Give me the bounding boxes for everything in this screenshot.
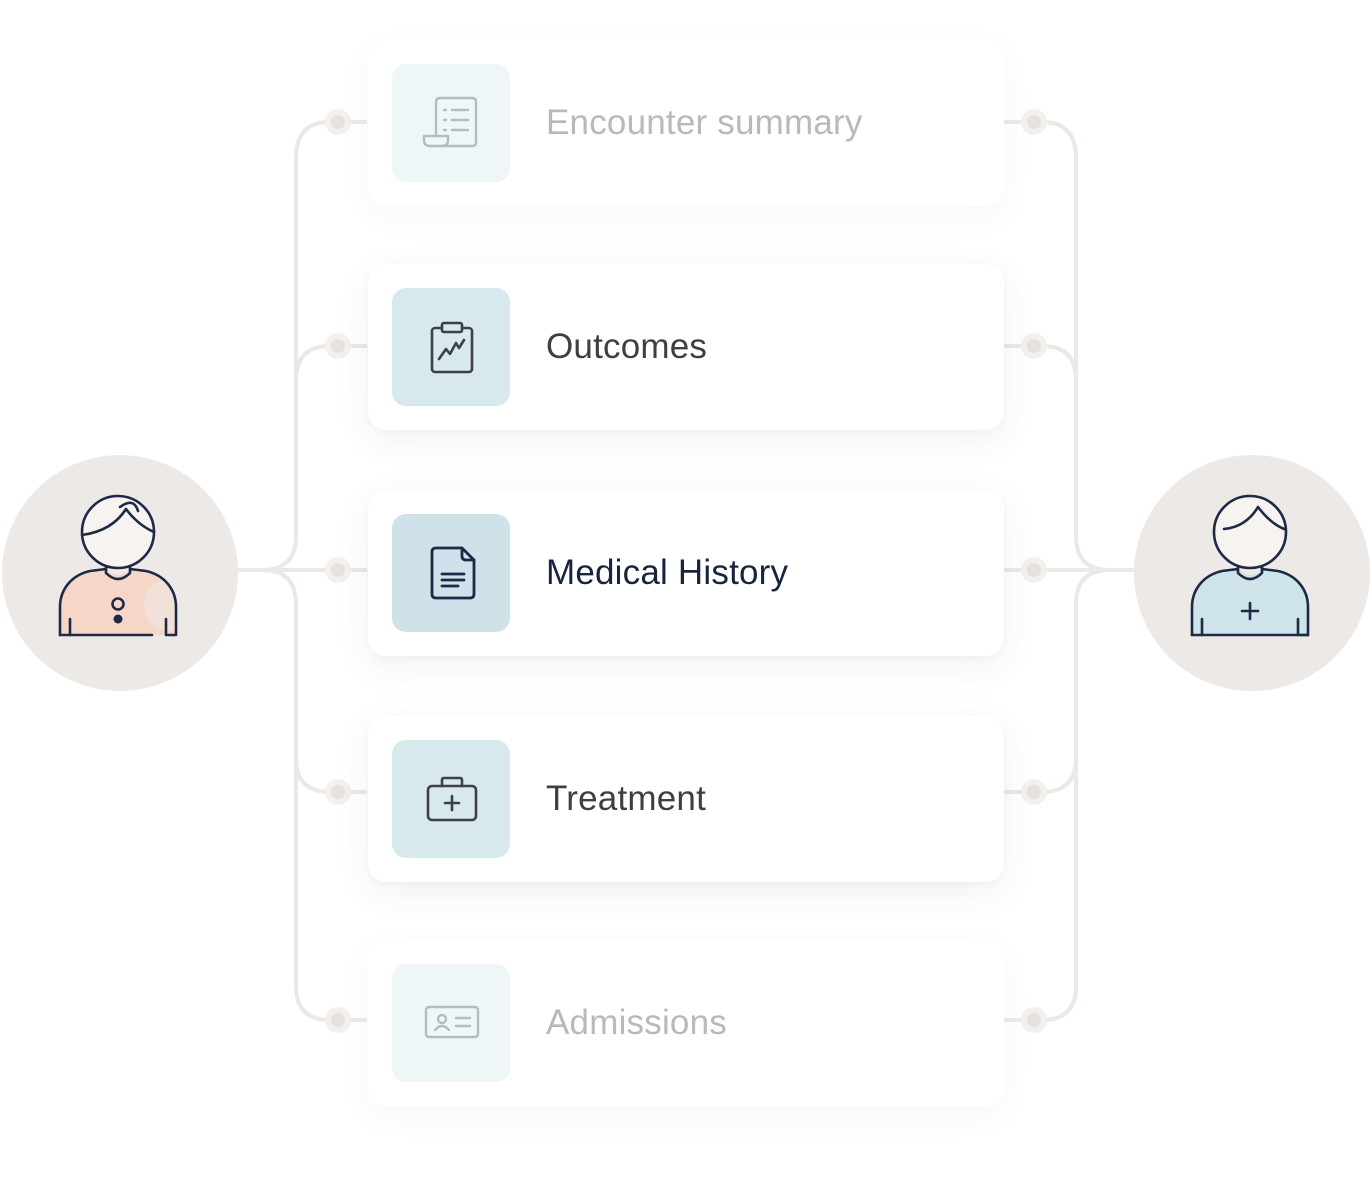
nurse-icon bbox=[1190, 494, 1310, 637]
card-medical-history[interactable]: Medical History bbox=[368, 490, 1004, 656]
patient-avatar bbox=[2, 455, 238, 691]
nurse-avatar bbox=[1134, 455, 1370, 691]
patient-icon bbox=[58, 494, 178, 637]
medical-kit-icon bbox=[426, 776, 478, 822]
icon-tile bbox=[392, 740, 510, 858]
card-label: Admissions bbox=[546, 1003, 727, 1042]
clipboard-chart-icon bbox=[430, 321, 474, 374]
card-admissions[interactable]: Admissions bbox=[368, 940, 1004, 1106]
card-outcomes[interactable]: Outcomes bbox=[368, 264, 1004, 430]
document-icon bbox=[430, 546, 476, 600]
receipt-icon bbox=[422, 96, 478, 148]
icon-tile bbox=[392, 288, 510, 406]
icon-tile bbox=[392, 64, 510, 182]
card-label: Outcomes bbox=[546, 327, 708, 366]
card-label: Treatment bbox=[546, 779, 707, 818]
card-label: Encounter summary bbox=[546, 103, 863, 142]
icon-tile bbox=[392, 514, 510, 632]
icon-tile bbox=[392, 964, 510, 1082]
card-treatment[interactable]: Treatment bbox=[368, 716, 1004, 882]
card-encounter-summary[interactable]: Encounter summary bbox=[368, 40, 1004, 206]
id-card-icon bbox=[424, 1005, 480, 1039]
card-label: Medical History bbox=[546, 553, 789, 592]
